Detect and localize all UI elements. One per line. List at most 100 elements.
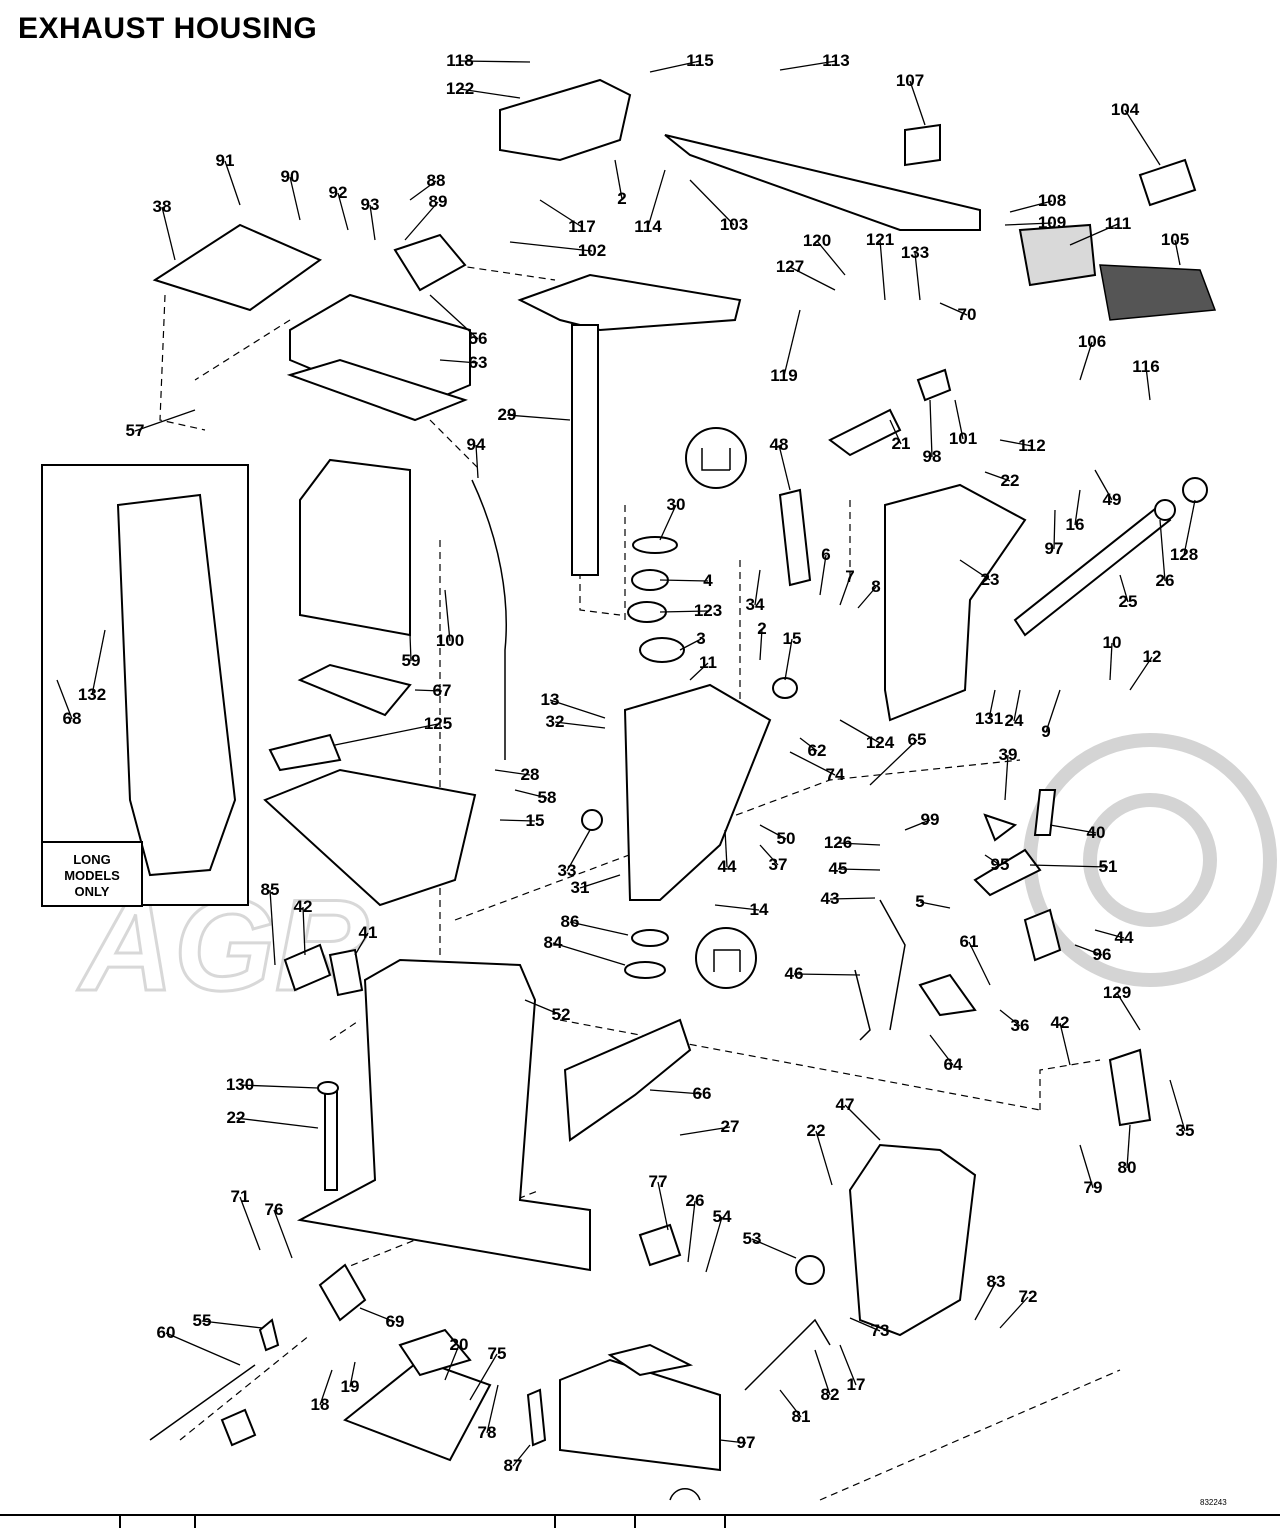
callout-leader-128 xyxy=(1183,499,1196,556)
inset-note-line-3: ONLY xyxy=(75,884,110,899)
callout-115: 115 xyxy=(686,51,713,70)
callout-leader-96 xyxy=(1074,944,1103,956)
callout-22: 22 xyxy=(1001,471,1020,490)
bracket-122 xyxy=(499,78,632,162)
lever-41b xyxy=(1023,908,1062,962)
callout-leader-60 xyxy=(165,1332,241,1366)
callout-leader-22 xyxy=(984,471,1011,482)
tilt-tube-25 xyxy=(1013,503,1172,637)
callout-42: 42 xyxy=(294,897,313,916)
callout-leader-132 xyxy=(91,629,106,696)
callout-leader-29 xyxy=(506,414,571,421)
callout-45: 45 xyxy=(829,859,848,878)
washer-15b xyxy=(581,809,603,831)
callout-53: 53 xyxy=(743,1229,762,1248)
housing-65 xyxy=(263,768,477,907)
callout-leader-73 xyxy=(849,1317,881,1332)
callout-78: 78 xyxy=(478,1423,497,1442)
callout-leader-19 xyxy=(349,1361,356,1388)
callout-103: 103 xyxy=(720,215,748,234)
callout-leader-113 xyxy=(779,60,837,71)
seal-68 xyxy=(268,733,342,772)
inset-note: LONG MODELS ONLY xyxy=(41,841,143,907)
callout-leader-40 xyxy=(1049,824,1097,834)
callout-23: 23 xyxy=(981,570,1000,589)
callout-leader-21 xyxy=(889,419,902,445)
callout-leader-24 xyxy=(1013,689,1021,722)
callout-34: 34 xyxy=(746,595,765,614)
callout-leader-79 xyxy=(1079,1144,1094,1189)
callout-leader-32 xyxy=(554,721,606,729)
callout-leader-92 xyxy=(337,192,349,231)
callout-21: 21 xyxy=(892,434,911,453)
callout-leader-42 xyxy=(1059,1022,1071,1066)
callout-leader-37 xyxy=(759,844,779,866)
exhaust-tube-long-59 xyxy=(116,493,237,877)
callout-104: 104 xyxy=(1111,100,1140,119)
callout-113: 113 xyxy=(822,51,849,70)
callout-82: 82 xyxy=(821,1385,840,1404)
callout-leader-81 xyxy=(779,1389,802,1418)
callout-leader-38 xyxy=(161,206,176,261)
callout-58: 58 xyxy=(538,788,557,807)
gasket-63 xyxy=(286,358,468,422)
callout-42: 42 xyxy=(1051,1013,1070,1032)
callout-leader-49 xyxy=(1094,469,1113,501)
callout-leader-25 xyxy=(1119,574,1129,603)
callout-57: 57 xyxy=(126,421,145,440)
callout-6: 6 xyxy=(821,545,830,564)
callout-leader-102 xyxy=(509,241,593,252)
plate-98 xyxy=(916,368,952,402)
callout-97: 97 xyxy=(737,1433,756,1452)
callout-leader-68 xyxy=(56,679,73,720)
nut-26 xyxy=(1154,499,1176,521)
callout-leader-59 xyxy=(409,634,412,662)
callout-leader-18 xyxy=(319,1369,333,1406)
callout-96: 96 xyxy=(1093,945,1112,964)
callout-leader-33 xyxy=(566,829,591,872)
plate-45 xyxy=(973,848,1042,897)
callout-leader-4 xyxy=(659,579,709,582)
inset-note-line-1: LONG xyxy=(73,852,111,867)
callout-leader-3 xyxy=(679,638,702,651)
callout-9: 9 xyxy=(1041,722,1050,741)
steering-handle-103 xyxy=(664,134,981,231)
callout-leader-48 xyxy=(778,444,791,491)
callout-72: 72 xyxy=(1019,1287,1038,1306)
callout-leader-34 xyxy=(754,569,761,606)
callout-leader-117 xyxy=(539,199,583,228)
callout-leader-8 xyxy=(857,586,877,609)
callout-leader-126 xyxy=(837,842,881,846)
callout-leader-52 xyxy=(524,999,562,1016)
callout-123: 123 xyxy=(694,601,722,620)
callout-leader-121 xyxy=(879,239,886,301)
callout-17: 17 xyxy=(847,1375,866,1394)
callout-79: 79 xyxy=(1084,1178,1103,1197)
callout-leader-56 xyxy=(429,294,479,340)
callout-leader-41 xyxy=(354,932,369,956)
callout-2: 2 xyxy=(757,619,766,638)
callout-132: 132 xyxy=(78,685,106,704)
callout-leader-16 xyxy=(1074,489,1081,526)
callout-leader-69 xyxy=(359,1307,396,1323)
callout-leader-9 xyxy=(1045,689,1061,733)
callout-59: 59 xyxy=(402,651,421,670)
callout-leader-28 xyxy=(494,769,531,776)
block-71 xyxy=(638,1223,682,1267)
callout-leader-111 xyxy=(1069,223,1119,246)
callout-leader-15 xyxy=(784,638,793,681)
callout-40: 40 xyxy=(1087,823,1106,842)
callout-leader-58 xyxy=(514,789,548,799)
callout-120: 120 xyxy=(803,231,831,250)
nut-26b xyxy=(795,1255,825,1285)
callout-leader-77 xyxy=(657,1181,669,1231)
diagram-title: EXHAUST HOUSING xyxy=(18,12,318,45)
callout-leader-10 xyxy=(1109,642,1113,681)
callout-leader-22 xyxy=(235,1117,319,1129)
callout-leader-22 xyxy=(815,1130,833,1186)
callout-85: 85 xyxy=(261,880,280,899)
callout-leader-95 xyxy=(984,854,1001,866)
callout-106: 106 xyxy=(1078,332,1106,351)
